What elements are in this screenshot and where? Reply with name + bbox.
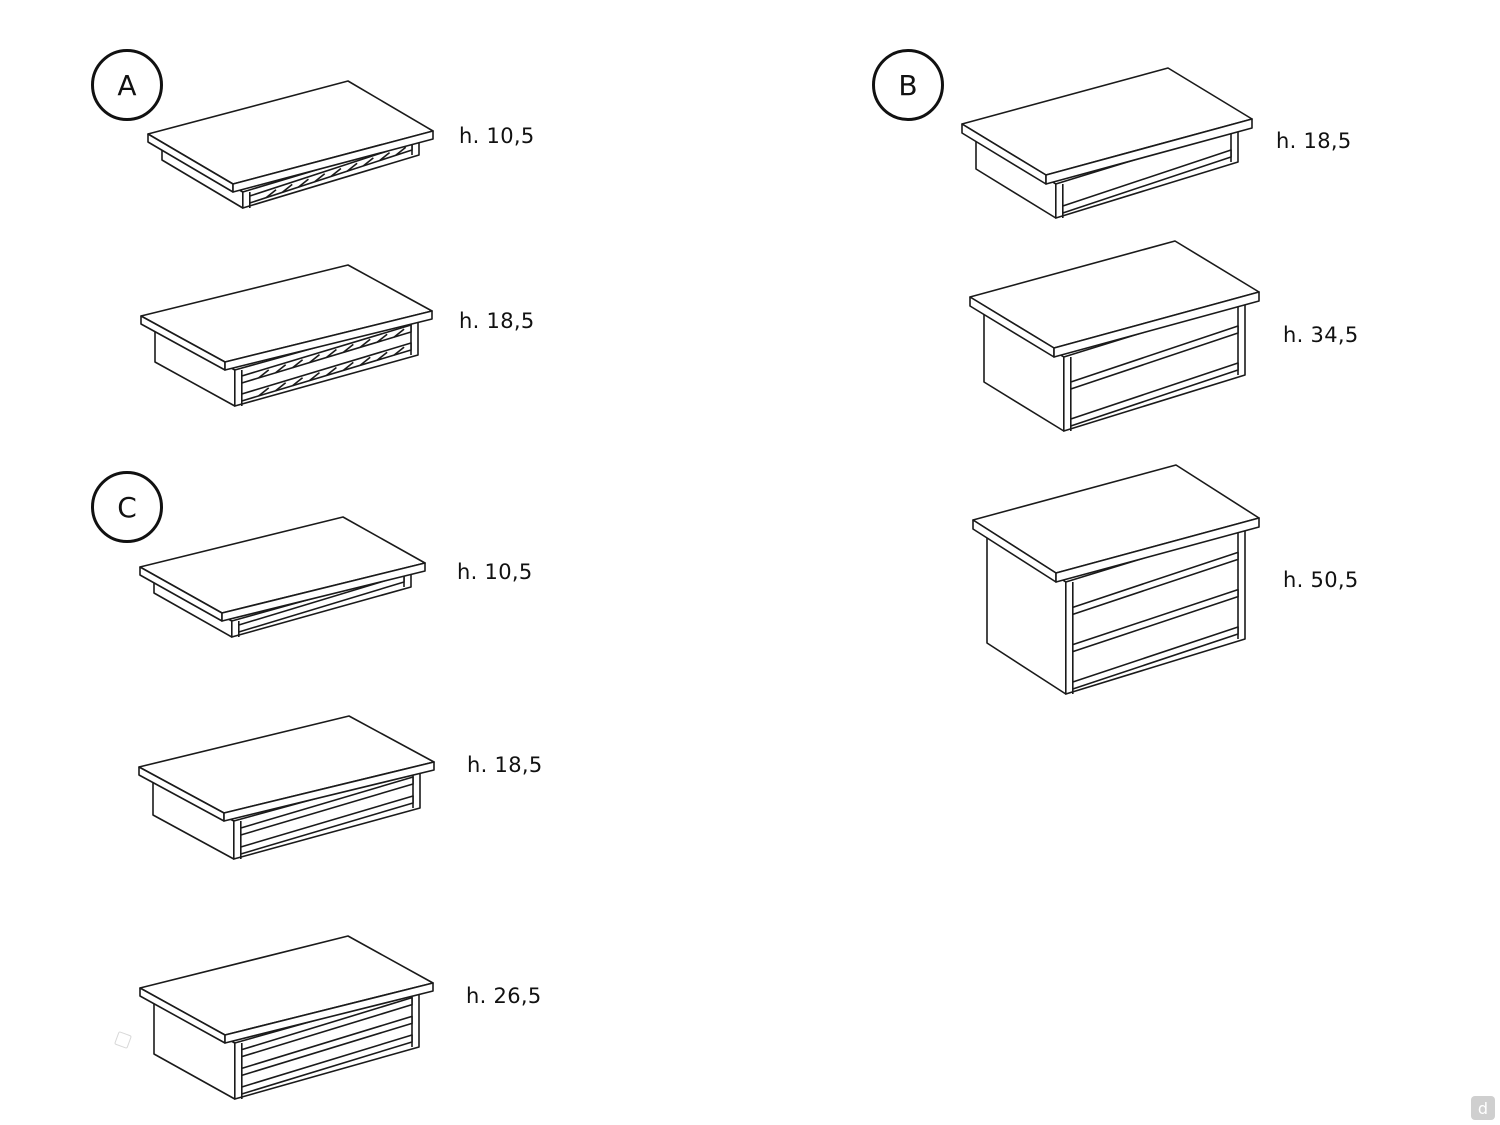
unit-c3-shelf-1 — [241, 996, 413, 1058]
unit-a2-shelf-1 — [241, 324, 412, 384]
unit-a2-slat — [308, 353, 320, 364]
unit-b2-shelf-2 — [1070, 362, 1239, 427]
unit-a2-top-edge-front — [224, 310, 433, 371]
unit-a1-slat — [379, 151, 391, 162]
unit-b2-shelf-1 — [1070, 325, 1239, 390]
unit-a1-slat — [265, 189, 277, 199]
unit-a2-slat — [275, 364, 287, 374]
height-label-b3: h. 50,5 — [1283, 568, 1359, 592]
height-label-c1: h. 10,5 — [457, 560, 533, 584]
unit-a1-slat — [346, 162, 358, 172]
unit-c2-top-edge-front — [223, 761, 435, 822]
unit-a2-shelf-2 — [241, 342, 412, 402]
unit-a2 — [140, 264, 433, 407]
unit-a1-slat — [314, 173, 326, 183]
unit-b3-shelf-2 — [1072, 588, 1239, 653]
unit-a1-top-edge-front — [232, 130, 434, 193]
unit-c1-top-edge-front — [221, 562, 426, 622]
unit-c1-shelf-1 — [238, 574, 405, 633]
unit-a2-slat — [342, 361, 354, 372]
unit-c2 — [138, 715, 435, 860]
unit-a2-slat — [393, 328, 405, 338]
unit-a2-slat — [258, 369, 270, 379]
unit-a2-slat — [292, 359, 304, 369]
unit-b3 — [972, 464, 1260, 695]
unit-a1-slat — [297, 178, 309, 188]
watermark-logo: d — [1471, 1096, 1495, 1120]
unit-a2-slat — [376, 351, 388, 361]
unit-c1 — [139, 516, 426, 638]
unit-c3-shelf-2 — [241, 1015, 413, 1077]
unit-a2-slat — [393, 346, 405, 356]
unit-b1-top-edge-front — [1045, 118, 1253, 185]
group-label-b: B — [872, 49, 944, 121]
height-label-c3: h. 26,5 — [466, 984, 542, 1008]
unit-a2-slat — [359, 356, 371, 366]
unit-b1 — [961, 67, 1253, 219]
unit-a1-slat — [395, 146, 407, 156]
unit-b3-shelf-1 — [1072, 551, 1239, 616]
unit-c3-top-edge-front — [224, 982, 434, 1044]
group-label-a: A — [91, 49, 163, 121]
unit-b3-shelf-3 — [1072, 626, 1239, 690]
height-label-b2: h. 34,5 — [1283, 323, 1359, 347]
group-label-c: C — [91, 471, 163, 543]
unit-a2-slat — [292, 377, 304, 387]
unit-a2-slat — [325, 366, 337, 377]
unit-a2-slat — [258, 387, 270, 397]
height-label-b1: h. 18,5 — [1276, 129, 1352, 153]
unit-c3 — [139, 935, 434, 1100]
unit-a1-slat — [330, 167, 342, 178]
unit-c2-shelf-1 — [240, 776, 414, 836]
unit-a1-slat — [362, 157, 374, 167]
height-label-c2: h. 18,5 — [467, 753, 543, 777]
unit-a2-slat — [342, 343, 354, 354]
unit-b2 — [969, 240, 1260, 432]
unit-a1-shelf-1 — [249, 142, 413, 204]
height-label-a1: h. 10,5 — [459, 124, 535, 148]
unit-c3-shelf-3 — [241, 1034, 413, 1095]
unit-a1 — [147, 80, 434, 209]
height-label-a2: h. 18,5 — [459, 309, 535, 333]
unit-b3-top-edge-front — [1055, 517, 1260, 583]
unit-b2-top-edge-front — [1053, 291, 1260, 358]
unit-a2-slat — [376, 333, 388, 343]
unit-a1-slat — [281, 183, 293, 194]
unit-a2-slat — [359, 338, 371, 348]
unit-c2-shelf-2 — [240, 795, 414, 855]
unit-a2-slat — [308, 371, 320, 382]
unit-a2-slat — [325, 348, 337, 359]
unit-a2-slat — [275, 382, 287, 392]
unit-b1-shelf-1 — [1062, 149, 1232, 214]
